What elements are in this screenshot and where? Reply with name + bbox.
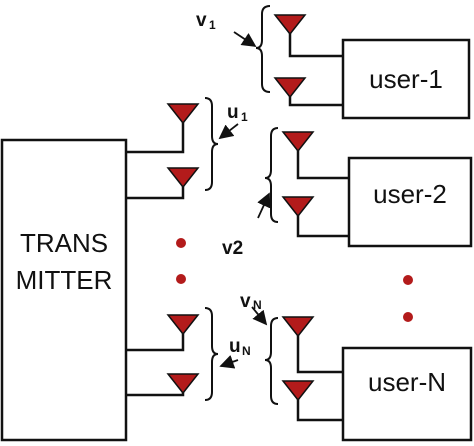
rxn-antenna-1-icon bbox=[281, 316, 315, 338]
tx-antenna-1-icon bbox=[166, 103, 200, 125]
rxn-antenna-2-feed bbox=[296, 398, 343, 422]
vN-brace bbox=[264, 317, 279, 405]
rxn-antenna-1-feed bbox=[296, 334, 343, 374]
uN-label: u N bbox=[229, 336, 251, 358]
svg-text:v: v bbox=[196, 10, 207, 31]
user-2-label: user-2 bbox=[373, 179, 447, 209]
user-ellipsis-dots bbox=[403, 275, 413, 322]
svg-text:u: u bbox=[227, 102, 239, 123]
tx-antenna-2-icon bbox=[166, 167, 200, 189]
rx1-antenna-2-icon bbox=[273, 77, 307, 99]
pointer-arrows bbox=[218, 31, 271, 369]
vN-arrow bbox=[251, 306, 268, 326]
svg-text:1: 1 bbox=[241, 110, 248, 124]
user-antenna-feeds bbox=[288, 32, 349, 422]
v2-arrow bbox=[257, 192, 271, 219]
tx-antenna-4-feed bbox=[126, 385, 185, 397]
user-antenna-triangles bbox=[273, 14, 315, 402]
transmitter-label-line2: MITTER bbox=[16, 265, 113, 295]
svg-text:N: N bbox=[242, 344, 251, 358]
transmitter-label-line1: TRANS bbox=[20, 228, 108, 258]
svg-text:v2: v2 bbox=[222, 238, 243, 259]
transmitter-ellipsis-dots bbox=[176, 238, 186, 284]
transmitter-antennas bbox=[126, 122, 185, 397]
svg-text:u: u bbox=[229, 336, 241, 357]
tx-antenna-2-feed bbox=[126, 182, 185, 200]
rx1-antenna-2-feed bbox=[288, 95, 343, 107]
tx-antenna-4-icon bbox=[166, 373, 200, 395]
rx2-antenna-1-icon bbox=[281, 131, 315, 153]
svg-text:N: N bbox=[253, 298, 262, 312]
u1-label: u 1 bbox=[227, 102, 248, 124]
user-n-label: user-N bbox=[368, 367, 446, 397]
rx2-antenna-1-feed bbox=[296, 148, 349, 180]
user-1-box bbox=[341, 38, 471, 120]
v2-brace bbox=[264, 127, 279, 223]
v2-label: v2 bbox=[222, 238, 243, 259]
user-blocks: user-1 user-2 user-N bbox=[341, 38, 473, 442]
svg-text:v: v bbox=[240, 291, 251, 312]
vN-label: v N bbox=[240, 291, 262, 312]
rx1-antenna-1-icon bbox=[273, 14, 307, 36]
rx2-antenna-2-icon bbox=[281, 196, 315, 218]
tx-antenna-1-feed bbox=[126, 122, 185, 154]
u1-brace bbox=[204, 97, 219, 191]
rx1-antenna-1-feed bbox=[288, 32, 343, 58]
user-1-label: user-1 bbox=[369, 64, 443, 94]
uN-brace bbox=[204, 307, 219, 401]
v1-label: v 1 bbox=[196, 10, 216, 32]
transmitter-antenna-triangles bbox=[166, 103, 200, 395]
uN-arrow bbox=[219, 355, 239, 369]
rx-braces bbox=[255, 5, 279, 405]
v1-arrow bbox=[233, 31, 257, 47]
svg-text:1: 1 bbox=[209, 18, 216, 32]
rxn-antenna-2-icon bbox=[281, 380, 315, 402]
tx-braces bbox=[204, 97, 219, 401]
transmitter-block: TRANS MITTER bbox=[0, 138, 128, 442]
tx-antenna-3-feed bbox=[126, 330, 185, 352]
user-n-box bbox=[341, 346, 473, 442]
user-2-box bbox=[347, 156, 473, 248]
rx2-antenna-2-feed bbox=[296, 215, 349, 238]
v1-brace bbox=[255, 5, 271, 93]
u1-arrow bbox=[218, 123, 239, 140]
tx-antenna-3-icon bbox=[166, 314, 200, 336]
